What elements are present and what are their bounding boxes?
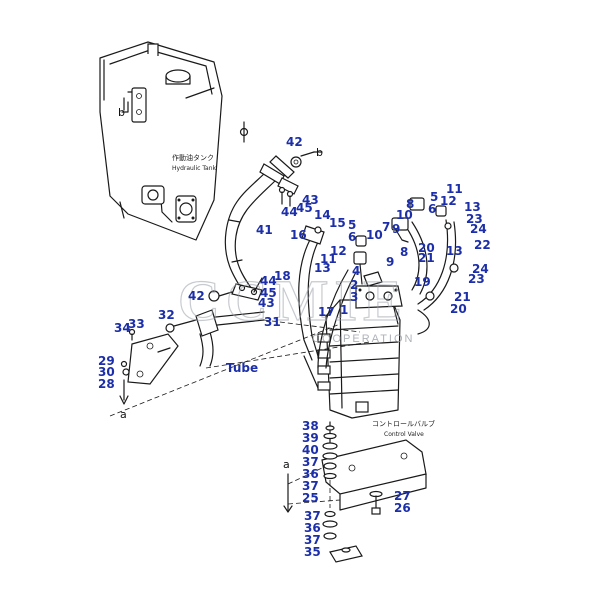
part-number-callouts: 42 43 44 45 41 14 15 16 12 11 13 5 6 10 … [98, 135, 491, 559]
part-number: 13 [446, 244, 463, 258]
part-number: 43 [258, 296, 275, 310]
part-number: 36 [302, 467, 319, 481]
part-number: 4 [352, 264, 360, 278]
part-number: 5 [430, 190, 438, 204]
ref-b-flange: b [316, 146, 323, 159]
part-number: 37 [302, 479, 319, 493]
part-number: 7 [382, 220, 390, 234]
part-number: 2 [350, 278, 358, 292]
part-number: 13 [464, 200, 481, 214]
part-number: 6 [348, 230, 356, 244]
part-number: 41 [256, 223, 273, 237]
tank-label-jp: 作動油タンク [172, 153, 214, 162]
part-number: 10 [366, 228, 383, 242]
valve-mounting-bracket [283, 439, 427, 513]
part-number: 16 [290, 228, 307, 242]
part-number: 18 [274, 269, 291, 283]
part-number: 8 [406, 197, 414, 211]
part-number: 37 [304, 533, 321, 547]
top-flange-parts [277, 151, 315, 207]
tube-label: Tube [226, 361, 258, 375]
part-number: 3 [350, 290, 358, 304]
part-number: 31 [264, 315, 281, 329]
part-number: 21 [418, 251, 435, 265]
part-number: 11 [320, 252, 337, 266]
part-number: 20 [450, 302, 467, 316]
watermark-brand: CCMIE [178, 268, 408, 333]
part-number: 27 [394, 489, 411, 503]
part-number: 44 [260, 274, 277, 288]
part-number: 19 [414, 275, 431, 289]
hydraulic-tank [99, 41, 249, 241]
part-number: 42 [188, 289, 205, 303]
part-number: 32 [158, 308, 175, 322]
part-number: 20 [418, 241, 435, 255]
part-number: 9 [386, 255, 394, 269]
valve-label-jp: コントロールバルブ [372, 419, 435, 428]
ref-a-bottom: a [283, 458, 290, 471]
part-number: 21 [454, 290, 471, 304]
part-number: 33 [128, 317, 145, 331]
part-number: 24 [470, 222, 487, 236]
part-number: 28 [98, 377, 115, 391]
component-labels: 作動油タンク Hydraulic Tank コントロールバルブ Control … [118, 106, 435, 471]
control-valve [317, 285, 403, 419]
part-number: 23 [466, 212, 483, 226]
part-number: 45 [260, 286, 277, 300]
part-number: 37 [302, 455, 319, 469]
supply-hoses [298, 197, 459, 389]
part-number: 1 [340, 303, 348, 317]
part-number: 5 [348, 218, 356, 232]
part-number: 34 [114, 321, 131, 335]
reference-arrows [121, 101, 323, 153]
part-number: 43 [302, 193, 319, 207]
return-pipe [109, 309, 371, 417]
valve-label-en: Control Valve [384, 431, 424, 438]
part-number: 12 [440, 194, 457, 208]
part-number: 15 [329, 216, 346, 230]
part-number: 10 [396, 208, 413, 222]
part-number: 37 [304, 509, 321, 523]
part-number: 38 [302, 419, 319, 433]
part-number: 24 [472, 262, 489, 276]
left-bracket [119, 328, 179, 405]
part-number: 13 [314, 261, 331, 275]
part-number: 26 [394, 501, 411, 515]
part-number: 12 [330, 244, 347, 258]
part-number: 42 [286, 135, 303, 149]
part-number: 9 [392, 222, 400, 236]
part-number: 17 [318, 305, 335, 319]
part-number: 36 [304, 521, 321, 535]
part-number: 45 [296, 201, 313, 215]
suction-hose [224, 155, 295, 297]
part-number: 23 [468, 272, 485, 286]
part-number: 22 [474, 238, 491, 252]
part-number: 29 [98, 354, 115, 368]
part-number: 14 [314, 208, 331, 222]
part-number: 40 [302, 443, 319, 457]
ref-b-tank: b [118, 106, 125, 119]
part-number: 44 [281, 205, 298, 219]
lower-flange-parts [208, 277, 263, 302]
part-number: 39 [302, 431, 319, 445]
part-number: 6 [428, 202, 436, 216]
watermark-sub: COOPERATION [312, 333, 414, 345]
tank-label-en: Hydraulic Tank [172, 165, 217, 172]
mount-hardware-column [322, 421, 383, 563]
part-number: 30 [98, 365, 115, 379]
part-number: 8 [400, 245, 408, 259]
part-number: 35 [304, 545, 321, 559]
ref-a-left: a [120, 408, 127, 421]
watermark: CCMIE COOPERATION [177, 267, 414, 345]
part-number: 11 [446, 182, 463, 196]
part-number: 25 [302, 491, 319, 505]
